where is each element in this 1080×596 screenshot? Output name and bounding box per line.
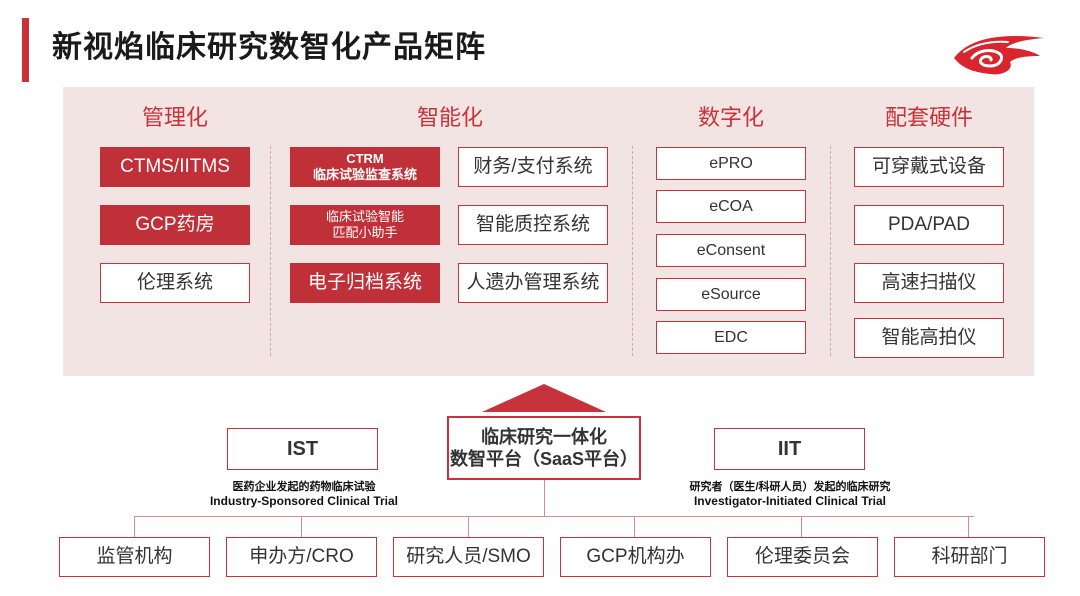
product-epro[interactable]: ePRO [656, 147, 806, 180]
platform-line1: 临床研究一体化 [481, 427, 607, 447]
product-esource[interactable]: eSource [656, 278, 806, 311]
ctrm-subtitle: 临床试验监查系统 [312, 167, 417, 182]
product-matching-assistant[interactable]: 临床试验智能 匹配小助手 [290, 205, 440, 245]
column-title-digital: 数字化 [697, 105, 764, 130]
iit-description-cn: 研究者（医生/科研人员）发起的临床研究 [689, 481, 891, 493]
stakeholder-regulator[interactable]: 监管机构 [59, 537, 210, 577]
connector-drop [634, 516, 635, 538]
ist-description-cn: 医药企业发起的药物临床试验 [232, 481, 376, 493]
page-title: 新视焰临床研究数智化产品矩阵 [52, 31, 486, 64]
hardware-wearable[interactable]: 可穿戴式设备 [854, 147, 1004, 187]
title-accent-bar [22, 18, 29, 82]
connector-drop [468, 516, 469, 538]
product-gcp-pharmacy[interactable]: GCP药房 [100, 205, 250, 245]
platform-line2: 数智平台（SaaS平台） [449, 449, 639, 469]
product-genetic-office[interactable]: 人遗办管理系统 [458, 263, 608, 303]
product-ecoa[interactable]: eCOA [656, 190, 806, 223]
ist-description-en: Industry-Sponsored Clinical Trial [209, 494, 399, 508]
stakeholder-ethics-committee[interactable]: 伦理委员会 [727, 537, 878, 577]
connector-drop [134, 516, 135, 538]
column-title-hardware: 配套硬件 [884, 105, 973, 130]
hardware-document-camera[interactable]: 智能高拍仪 [854, 318, 1004, 358]
hardware-pda-pad[interactable]: PDA/PAD [854, 205, 1004, 245]
stakeholder-gcp-office[interactable]: GCP机构办 [560, 537, 711, 577]
connector-horizontal [134, 516, 974, 517]
ist-box[interactable]: IST [227, 428, 378, 470]
ctrm-title: CTRM [346, 151, 384, 166]
stakeholder-sponsor-cro[interactable]: 申办方/CRO [226, 537, 377, 577]
product-finance-payment[interactable]: 财务/支付系统 [458, 147, 608, 187]
product-e-archive[interactable]: 电子归档系统 [290, 263, 440, 303]
product-ctrm[interactable]: CTRM 临床试验监查系统 [290, 147, 440, 187]
connector-drop [968, 516, 969, 538]
platform-box[interactable]: 临床研究一体化 数智平台（SaaS平台） [447, 416, 641, 480]
iit-box[interactable]: IIT [714, 428, 865, 470]
column-separator [830, 146, 831, 356]
product-edc[interactable]: EDC [656, 321, 806, 354]
product-quality-control[interactable]: 智能质控系统 [458, 205, 608, 245]
connector-platform [544, 480, 545, 516]
column-title-management: 管理化 [141, 105, 208, 130]
assistant-line2: 匹配小助手 [332, 225, 398, 240]
column-title-intelligent: 智能化 [416, 105, 483, 130]
iit-description-en: Investigator-Initiated Clinical Trial [693, 494, 887, 508]
product-econsent[interactable]: eConsent [656, 234, 806, 267]
stakeholder-researcher-smo[interactable]: 研究人员/SMO [393, 537, 544, 577]
product-ctms[interactable]: CTMS/IITMS [100, 147, 250, 187]
flame-cloud-logo-icon [954, 36, 1044, 75]
connector-drop [301, 516, 302, 538]
platform-arrow-up-icon [482, 384, 606, 412]
hardware-scanner[interactable]: 高速扫描仪 [854, 263, 1004, 303]
column-separator [632, 146, 633, 356]
product-ethics-system[interactable]: 伦理系统 [100, 263, 250, 303]
column-separator [270, 146, 271, 356]
stakeholder-research-dept[interactable]: 科研部门 [894, 537, 1045, 577]
assistant-line1: 临床试验智能 [325, 209, 404, 224]
connector-drop [801, 516, 802, 538]
